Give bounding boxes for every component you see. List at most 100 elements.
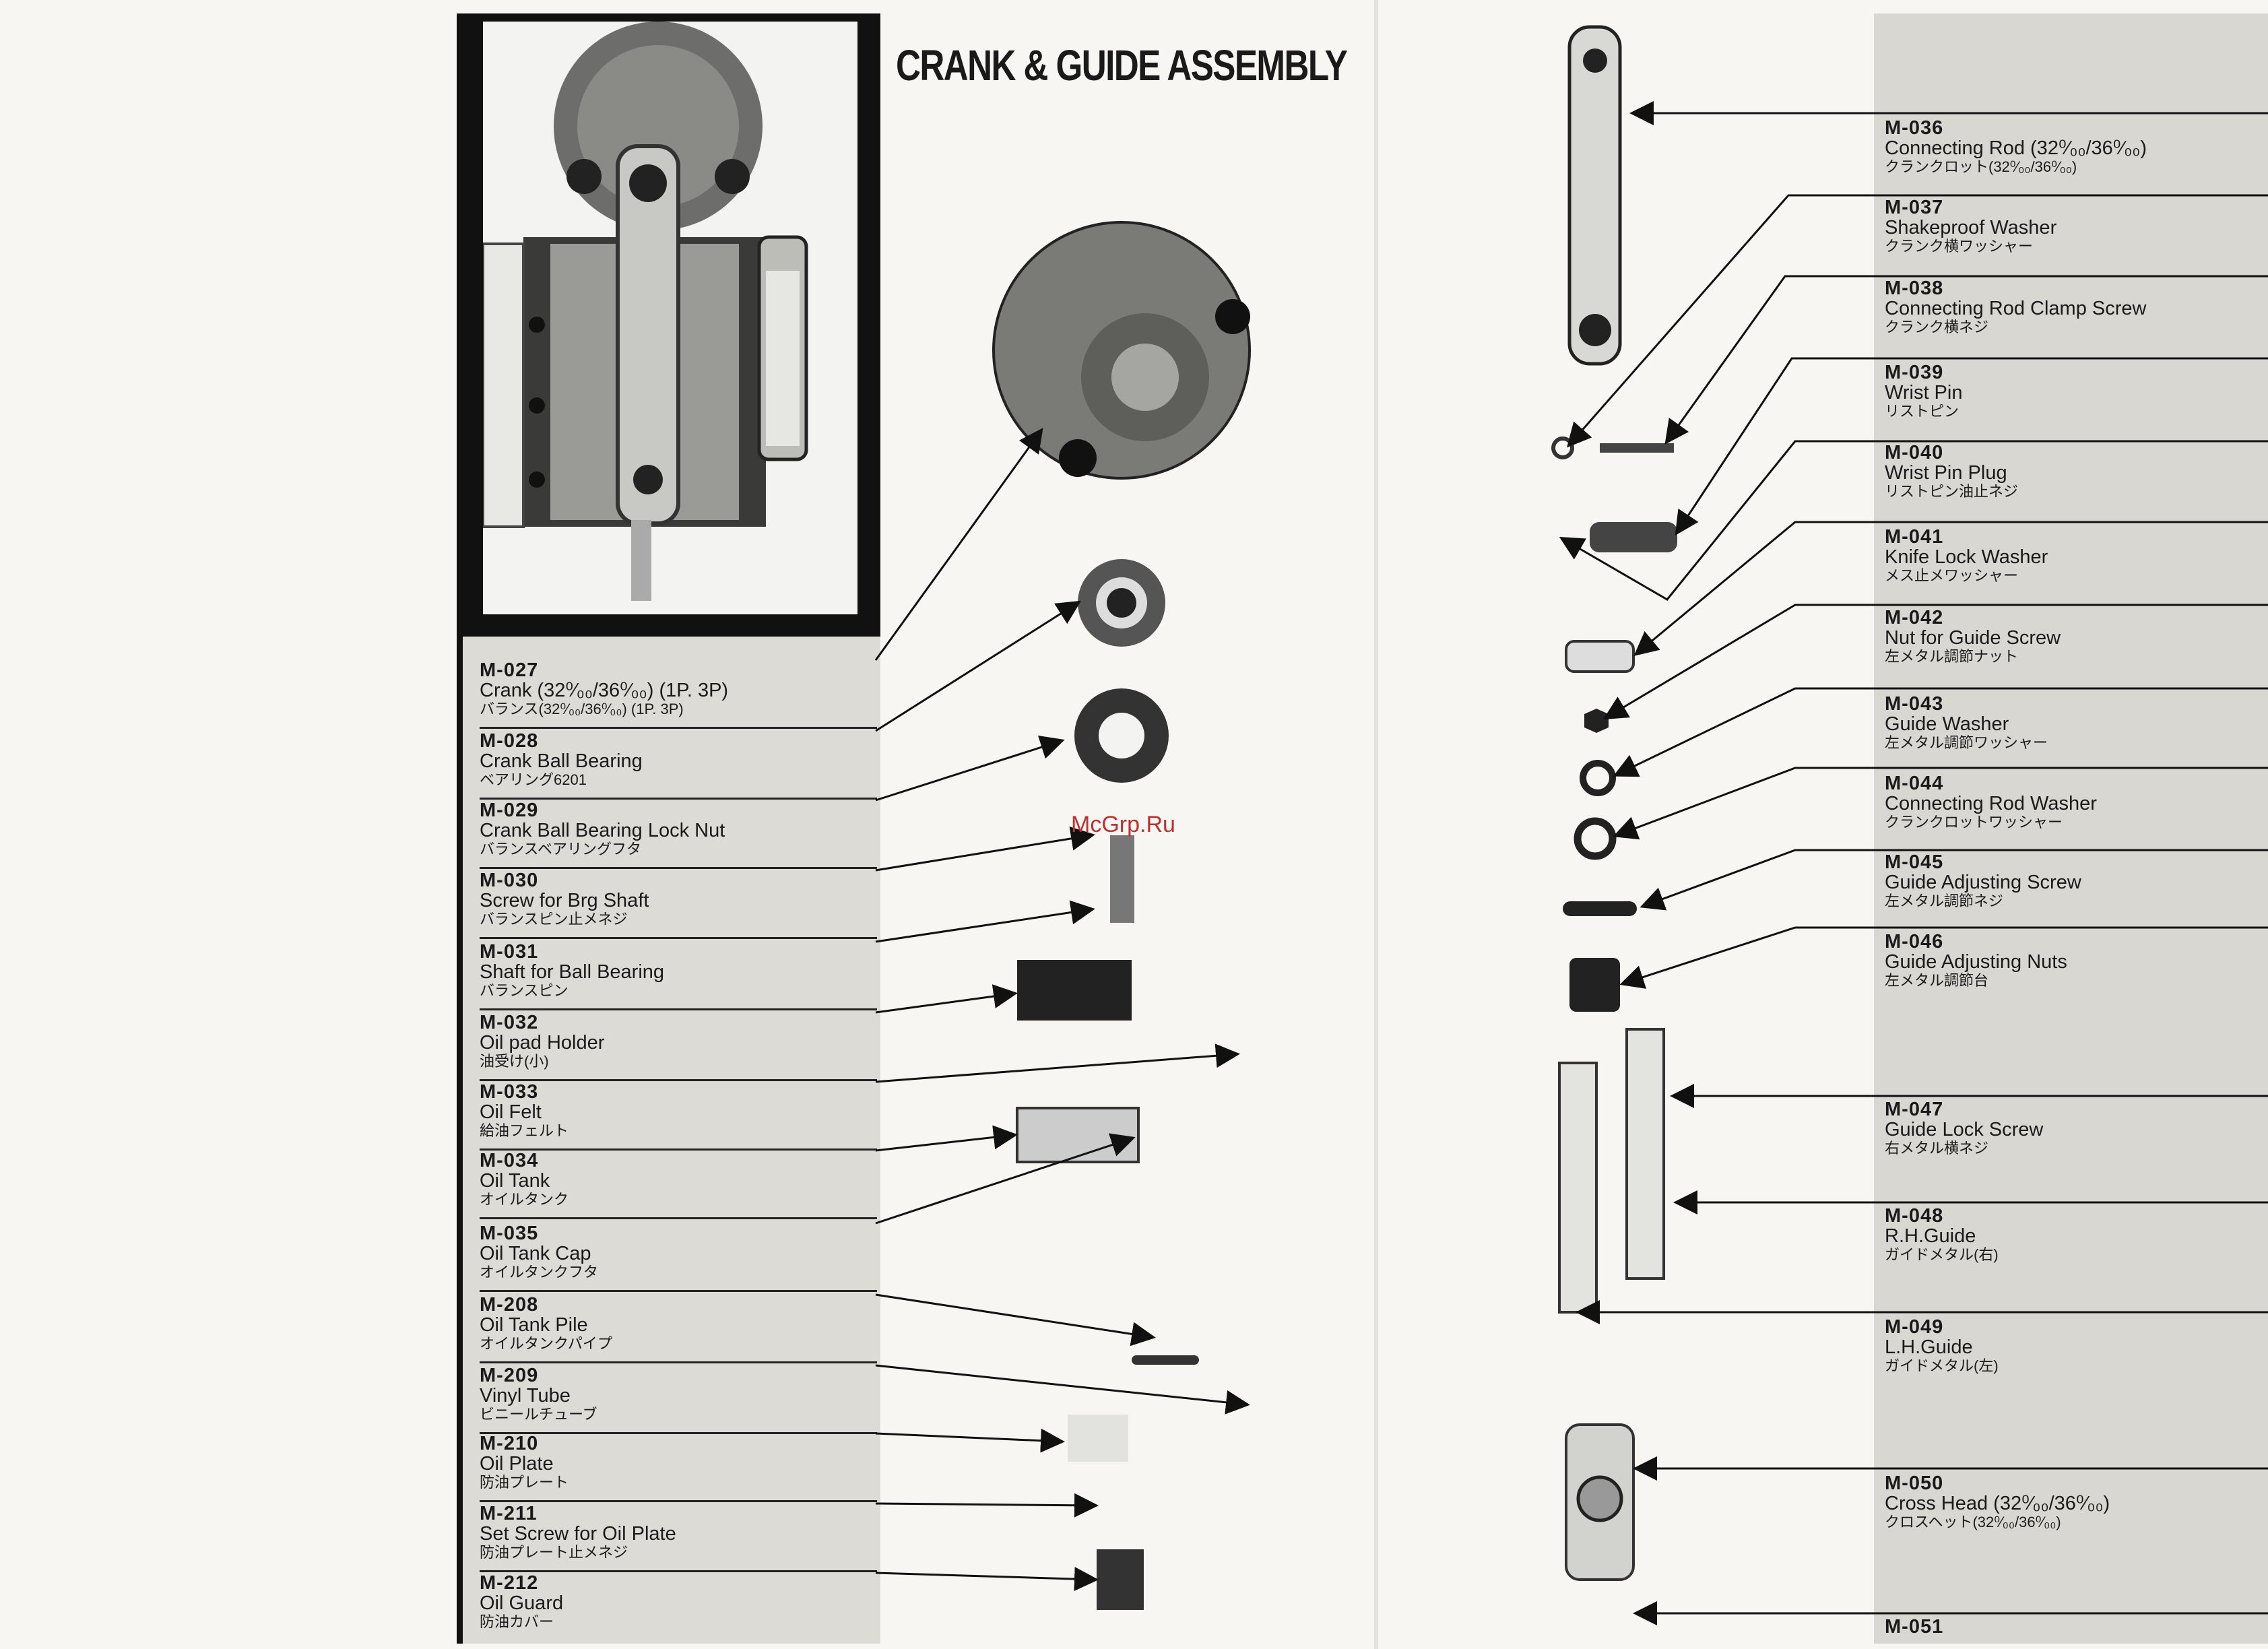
- part-label-m039: M-039 Wrist Pin リストピン: [1885, 362, 2268, 420]
- oil-pad-holder-illustration: [1017, 960, 1132, 1021]
- part-number: M-030: [480, 870, 539, 891]
- part-number: M-042: [1885, 607, 1944, 628]
- part-number: M-211: [480, 1503, 538, 1524]
- part-name: Cross Head (32⁰⁄₀₀/36⁰⁄₀₀): [1885, 1493, 2110, 1514]
- part-label-m212: M-212 Oil Guard 防油カバー: [480, 1573, 877, 1640]
- part-name: Crank Ball Bearing: [480, 750, 643, 772]
- part-number: M-048: [1885, 1205, 1944, 1227]
- part-label-m035: M-035 Oil Tank Cap オイルタンクフタ: [480, 1223, 877, 1292]
- part-number: M-033: [480, 1081, 539, 1103]
- part-label-m051: M-051: [1885, 1617, 2268, 1637]
- wrist-pin-illustration: [1590, 522, 1677, 552]
- watermark-text: McGrp.Ru: [1071, 812, 1175, 837]
- page-title: CRANK & GUIDE ASSEMBLY: [896, 41, 1348, 90]
- part-name: Shakeproof Washer: [1885, 217, 2057, 238]
- oil-guard-illustration: [1097, 1549, 1144, 1610]
- part-name: Shaft for Ball Bearing: [480, 961, 665, 983]
- clamp-screw-illustration: [1600, 443, 1674, 453]
- part-name-jp: ガイドメタル(右): [1885, 1246, 1999, 1263]
- part-name-jp: 左メタル調節ナット: [1885, 648, 2019, 665]
- part-name: Oil Tank Cap: [480, 1243, 591, 1264]
- part-label-m032: M-032 Oil pad Holder 油受け(小): [480, 1012, 877, 1081]
- assembly-photo-illustration: [482, 22, 808, 601]
- guide-adjusting-screw-illustration: [1563, 901, 1637, 916]
- ball-bearing-illustration: [1078, 559, 1165, 647]
- part-name-jp: 防油プレート: [480, 1474, 569, 1491]
- part-number: M-032: [480, 1012, 539, 1033]
- part-number: M-029: [480, 800, 539, 821]
- part-label-m043: M-043 Guide Washer 左メタル調節ワッシャー: [1885, 694, 2268, 751]
- page-spine: [1374, 0, 1378, 1649]
- part-name: Wrist Pin: [1885, 382, 1963, 403]
- left-label-column-background: [463, 637, 880, 1644]
- part-number: M-039: [1885, 362, 1944, 383]
- part-name-jp: 右メタル横ネジ: [1885, 1140, 1989, 1157]
- part-name-jp: オイルタンク: [480, 1191, 569, 1208]
- part-name-jp: 左メタル調節台: [1885, 972, 1989, 989]
- part-name: Connecting Rod (32⁰⁄₀₀/36⁰⁄₀₀): [1885, 137, 2147, 159]
- part-number: M-208: [480, 1294, 539, 1316]
- part-name-jp: バランスピン止メネジ: [480, 911, 628, 928]
- part-label-m049: M-049 L.H.Guide ガイドメタル(左): [1885, 1317, 2268, 1374]
- part-number: M-049: [1885, 1316, 1944, 1338]
- part-number: M-050: [1885, 1473, 1944, 1494]
- part-name: Oil Plate: [480, 1453, 554, 1475]
- rod-washer-illustration: [1574, 817, 1617, 860]
- crank-disc-illustration: [992, 221, 1251, 480]
- part-label-m028: M-028 Crank Ball Bearing ベアリング6201: [480, 731, 877, 800]
- part-label-m050: M-050 Cross Head (32⁰⁄₀₀/36⁰⁄₀₀) クロスヘット(…: [1885, 1473, 2268, 1530]
- part-name: Oil Tank: [480, 1170, 550, 1192]
- part-label-m044: M-044 Connecting Rod Washer クランクロットワッシャー: [1885, 773, 2268, 831]
- part-name-jp: 左メタル調節ワッシャー: [1885, 734, 2048, 751]
- part-label-m029: M-029 Crank Ball Bearing Lock Nut バランスベア…: [480, 800, 877, 869]
- part-label-m038: M-038 Connecting Rod Clamp Screw クランク横ネジ: [1885, 278, 2268, 335]
- right-label-column-background: [1874, 13, 2268, 1644]
- part-name: Guide Lock Screw: [1885, 1119, 2044, 1140]
- part-label-m041: M-041 Knife Lock Washer メス止メワッシャー: [1885, 527, 2268, 584]
- part-label-m037: M-037 Shakeproof Washer クランク横ワッシャー: [1885, 197, 2268, 255]
- part-name: Crank (32⁰⁄₀₀/36⁰⁄₀₀) (1P. 3P): [480, 680, 729, 701]
- connecting-rod-illustration: [1567, 25, 1622, 366]
- assembly-photo-frame: [463, 13, 880, 637]
- part-number: M-038: [1885, 278, 1944, 299]
- part-number: M-044: [1885, 773, 1944, 794]
- part-label-m040: M-040 Wrist Pin Plug リストピン油止ネジ: [1885, 443, 2268, 500]
- part-label-m030: M-030 Screw for Brg Shaft バランスピン止メネジ: [480, 870, 877, 939]
- part-number: M-034: [480, 1150, 539, 1171]
- part-label-m208: M-208 Oil Tank Pile オイルタンクパイプ: [480, 1295, 877, 1363]
- part-label-m046: M-046 Guide Adjusting Nuts 左メタル調節台: [1885, 932, 2268, 989]
- part-name: Wrist Pin Plug: [1885, 462, 2007, 484]
- left-leader-lines: [874, 428, 1250, 1592]
- part-label-m209: M-209 Vinyl Tube ビニールチューブ: [480, 1365, 877, 1434]
- assembly-photo: [482, 22, 857, 614]
- part-number: M-041: [1885, 526, 1944, 548]
- part-name: Guide Washer: [1885, 713, 2009, 735]
- part-name: Guide Adjusting Nuts: [1885, 951, 2067, 973]
- part-name: Set Screw for Oil Plate: [480, 1523, 676, 1545]
- part-number: M-045: [1885, 851, 1944, 873]
- part-name: R.H.Guide: [1885, 1225, 1976, 1247]
- part-number: M-043: [1885, 693, 1944, 715]
- oil-tank-illustration: [1016, 1107, 1140, 1163]
- part-number: M-210: [480, 1433, 539, 1454]
- part-label-m027: M-027 Crank (32⁰⁄₀₀/36⁰⁄₀₀) (1P. 3P) バラン…: [480, 660, 877, 729]
- part-name-jp: 給油フェルト: [480, 1122, 569, 1139]
- part-name: Screw for Brg Shaft: [480, 890, 649, 911]
- part-name: Connecting Rod Washer: [1885, 793, 2097, 814]
- cross-head-illustration: [1565, 1423, 1635, 1581]
- part-number: M-031: [480, 941, 539, 963]
- part-name: Oil pad Holder: [480, 1032, 605, 1054]
- part-label-m036: M-036 Connecting Rod (32⁰⁄₀₀/36⁰⁄₀₀) クラン…: [1885, 118, 2268, 175]
- part-name-jp: クランク横ネジ: [1885, 319, 1989, 335]
- left-vertical-rule: [457, 13, 463, 1644]
- part-name: L.H.Guide: [1885, 1336, 1973, 1358]
- part-number: M-035: [480, 1223, 539, 1244]
- part-name-jp: リストピン油止ネジ: [1885, 483, 2019, 500]
- part-name-jp: バランスベアリングフタ: [480, 841, 642, 858]
- part-name-jp: 左メタル調節ネジ: [1885, 893, 2004, 909]
- part-label-m045: M-045 Guide Adjusting Screw 左メタル調節ネジ: [1885, 852, 2268, 909]
- oil-plate-illustration: [1068, 1415, 1128, 1462]
- oil-tank-pipe-illustration: [1132, 1355, 1199, 1365]
- part-name-jp: クロスヘット(32⁰⁄₀₀/36⁰⁄₀₀): [1885, 1514, 2061, 1530]
